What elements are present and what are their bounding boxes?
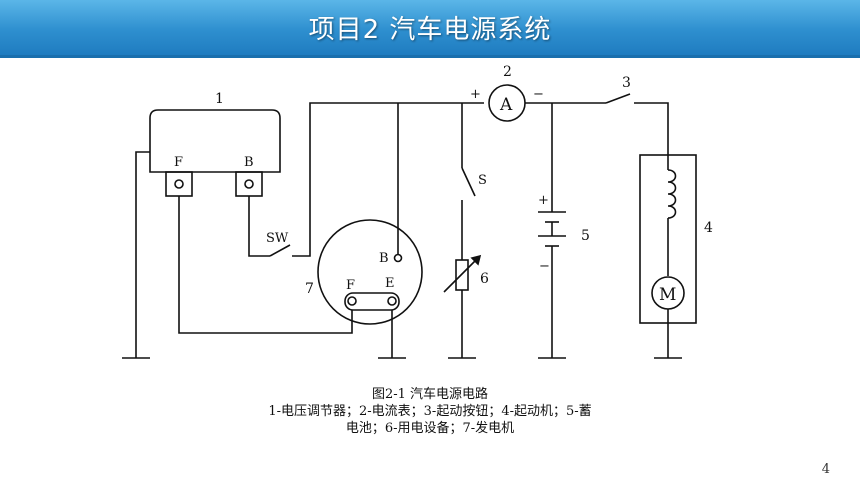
generator-f-label: F (346, 278, 355, 293)
sw-label: SW (266, 231, 289, 246)
starter-motor (639, 154, 697, 359)
battery-number: 5 (581, 228, 590, 244)
load-branch (443, 103, 482, 359)
caption-legend-line-1: 1-电压调节器；2-电流表；3-起动按钮；4-起动机；5-蓄 (268, 404, 592, 419)
figure-caption: 图2-1 汽车电源电路 1-电压调节器；2-电流表；3-起动按钮；4-起动机；5… (0, 386, 860, 437)
voltage-regulator (149, 109, 281, 197)
caption-legend-line-2: 电池；6-用电设备；7-发电机 (345, 421, 515, 436)
regulator-number: 1 (215, 91, 224, 107)
page-title: 项目2 汽车电源系统 (308, 15, 552, 45)
battery (538, 103, 566, 359)
ammeter-plus-label: + (470, 87, 481, 102)
regulator-f-label: F (174, 155, 183, 170)
generator-e-label: E (385, 276, 395, 291)
generator-b-label: B (379, 251, 389, 266)
start-button-number: 3 (622, 75, 631, 91)
regulator-b-label: B (244, 155, 254, 170)
title-bar: 项目2 汽车电源系统 (0, 0, 860, 58)
generator (317, 103, 423, 359)
battery-minus-label: − (539, 259, 550, 274)
motor-symbol: M (659, 285, 676, 305)
ammeter (488, 84, 606, 122)
ammeter-number: 2 (503, 64, 512, 80)
starter-number: 4 (704, 220, 713, 236)
battery-plus-label: + (538, 193, 549, 208)
caption-title: 图2-1 汽车电源电路 (371, 387, 489, 402)
generator-number: 7 (305, 281, 314, 297)
regulator-ground-wire (122, 151, 150, 359)
start-button (605, 93, 669, 155)
load-number: 6 (480, 271, 489, 287)
ammeter-symbol: A (499, 95, 513, 115)
page-number: 4 (821, 462, 830, 477)
field-wire (178, 196, 353, 334)
switch-s-label: S (478, 173, 487, 188)
sw-switch (248, 102, 484, 257)
ammeter-minus-label: − (533, 87, 544, 102)
